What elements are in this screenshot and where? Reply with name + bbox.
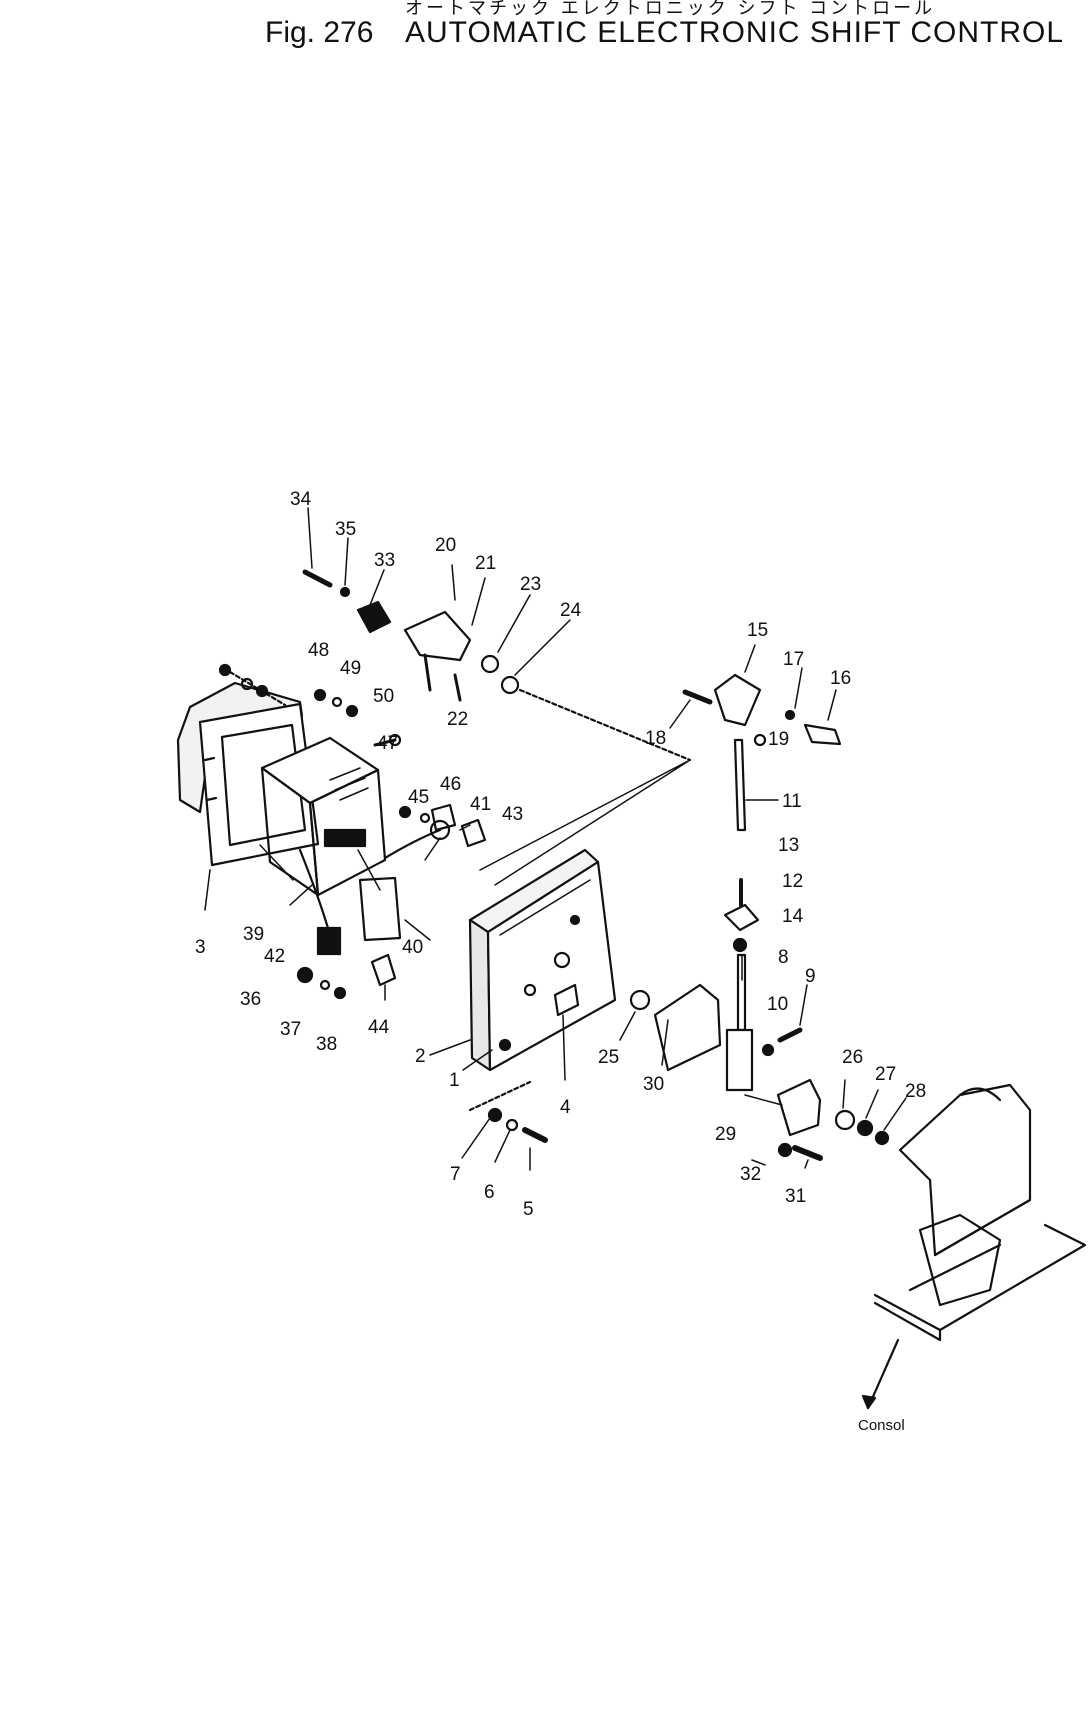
part-7-washer	[487, 1107, 503, 1123]
part-23-washer	[480, 654, 500, 674]
callout-32: 32	[740, 1164, 761, 1185]
callout-36: 36	[240, 989, 261, 1010]
callout-6: 6	[484, 1182, 495, 1203]
callout-25: 25	[598, 1047, 619, 1068]
callout-50: 50	[373, 686, 394, 707]
part-26-collar	[834, 1109, 856, 1131]
parts-45-47-fasteners	[373, 733, 487, 848]
part-30-bracket	[653, 983, 722, 1072]
callout-18: 18	[645, 728, 666, 749]
callout-43: 43	[502, 804, 523, 825]
part-3-rear-cover	[176, 681, 320, 867]
callout-42: 42	[264, 946, 285, 967]
callout-8: 8	[778, 947, 789, 968]
part-25-grommet	[629, 989, 651, 1011]
part-29-bracket	[776, 1078, 822, 1137]
part-6-washer	[505, 1118, 519, 1132]
part-27-washer	[856, 1119, 874, 1137]
callout-40: 40	[402, 937, 423, 958]
callout-23: 23	[520, 574, 541, 595]
part-48-screw	[313, 688, 327, 702]
part-15-19-linkage	[682, 673, 842, 747]
guide-lines	[479, 759, 691, 886]
callout-47: 47	[377, 733, 398, 754]
callout-30: 30	[643, 1074, 664, 1095]
callout-45: 45	[408, 787, 429, 808]
callout-24: 24	[560, 600, 582, 621]
callout-labels: 34 35 33 20 21 23 24 22 48 49 50 47 45 4…	[195, 489, 926, 1220]
part-44-plate	[370, 953, 397, 987]
callout-7: 7	[450, 1164, 461, 1185]
callout-33: 33	[374, 550, 395, 571]
callout-31: 31	[785, 1186, 806, 1207]
part-5-bolt	[522, 1127, 548, 1143]
part-50-nut	[345, 704, 359, 718]
part-20-21-lever	[403, 610, 472, 702]
callout-leaders	[204, 507, 907, 1171]
part-9-bolt	[777, 1027, 803, 1043]
part-49-washer	[331, 696, 343, 708]
part-24-washer	[500, 675, 520, 695]
callout-35: 35	[335, 519, 356, 540]
console-arrowhead	[861, 1394, 877, 1410]
callout-22: 22	[447, 709, 468, 730]
figure-title: AUTOMATIC ELECTRONIC SHIFT CONTROL	[405, 16, 1065, 49]
callout-34: 34	[290, 489, 312, 510]
callout-5: 5	[523, 1199, 534, 1220]
japanese-title: オートマチック エレクトロニック シフト コントロール	[405, 0, 936, 19]
part-40-42-wire-harness	[298, 819, 451, 956]
callout-4: 4	[560, 1097, 571, 1118]
callout-1: 1	[449, 1070, 460, 1091]
callout-16: 16	[830, 668, 851, 689]
callout-17: 17	[783, 649, 804, 670]
callout-10: 10	[767, 994, 788, 1015]
callout-21: 21	[475, 553, 496, 574]
callout-27: 27	[875, 1064, 896, 1085]
callout-44: 44	[368, 1017, 390, 1038]
callout-11: 11	[782, 791, 802, 812]
callout-41: 41	[470, 794, 491, 815]
part-31-bolt	[792, 1145, 823, 1161]
callout-19: 19	[768, 729, 789, 750]
callout-37: 37	[280, 1019, 301, 1040]
callout-28: 28	[905, 1081, 926, 1102]
part-34-bolt	[302, 569, 333, 588]
leader-24	[518, 688, 692, 762]
callout-49: 49	[340, 658, 361, 679]
callout-14: 14	[782, 906, 804, 927]
leader-5-7	[468, 1080, 532, 1112]
part-10-washer	[761, 1043, 775, 1057]
callout-12: 12	[782, 871, 803, 892]
part-36-screw	[296, 966, 314, 984]
figure-number: Fig. 276	[265, 16, 374, 49]
callout-26: 26	[842, 1047, 863, 1068]
callout-20: 20	[435, 535, 456, 556]
callout-2: 2	[415, 1046, 426, 1067]
part-32-washer	[777, 1142, 793, 1158]
part-37-washer	[319, 979, 331, 991]
part-1-2-main-housing	[468, 848, 617, 1072]
part-28-nut	[874, 1130, 890, 1146]
callout-9: 9	[805, 966, 816, 987]
callout-15: 15	[747, 620, 768, 641]
console-label: Consol	[858, 1417, 905, 1434]
callout-13: 13	[778, 835, 799, 856]
callout-48: 48	[308, 640, 329, 661]
callout-3: 3	[195, 937, 206, 958]
part-8-14-rod-assembly	[723, 738, 760, 1092]
part-35-washer	[339, 586, 351, 598]
callout-38: 38	[316, 1034, 337, 1055]
callout-46: 46	[440, 774, 461, 795]
part-38-nut	[333, 986, 347, 1000]
callout-39: 39	[243, 924, 264, 945]
callout-29: 29	[715, 1124, 736, 1145]
part-33-knob	[356, 600, 392, 634]
screws-upper-left	[218, 663, 287, 707]
console	[873, 1083, 1087, 1342]
